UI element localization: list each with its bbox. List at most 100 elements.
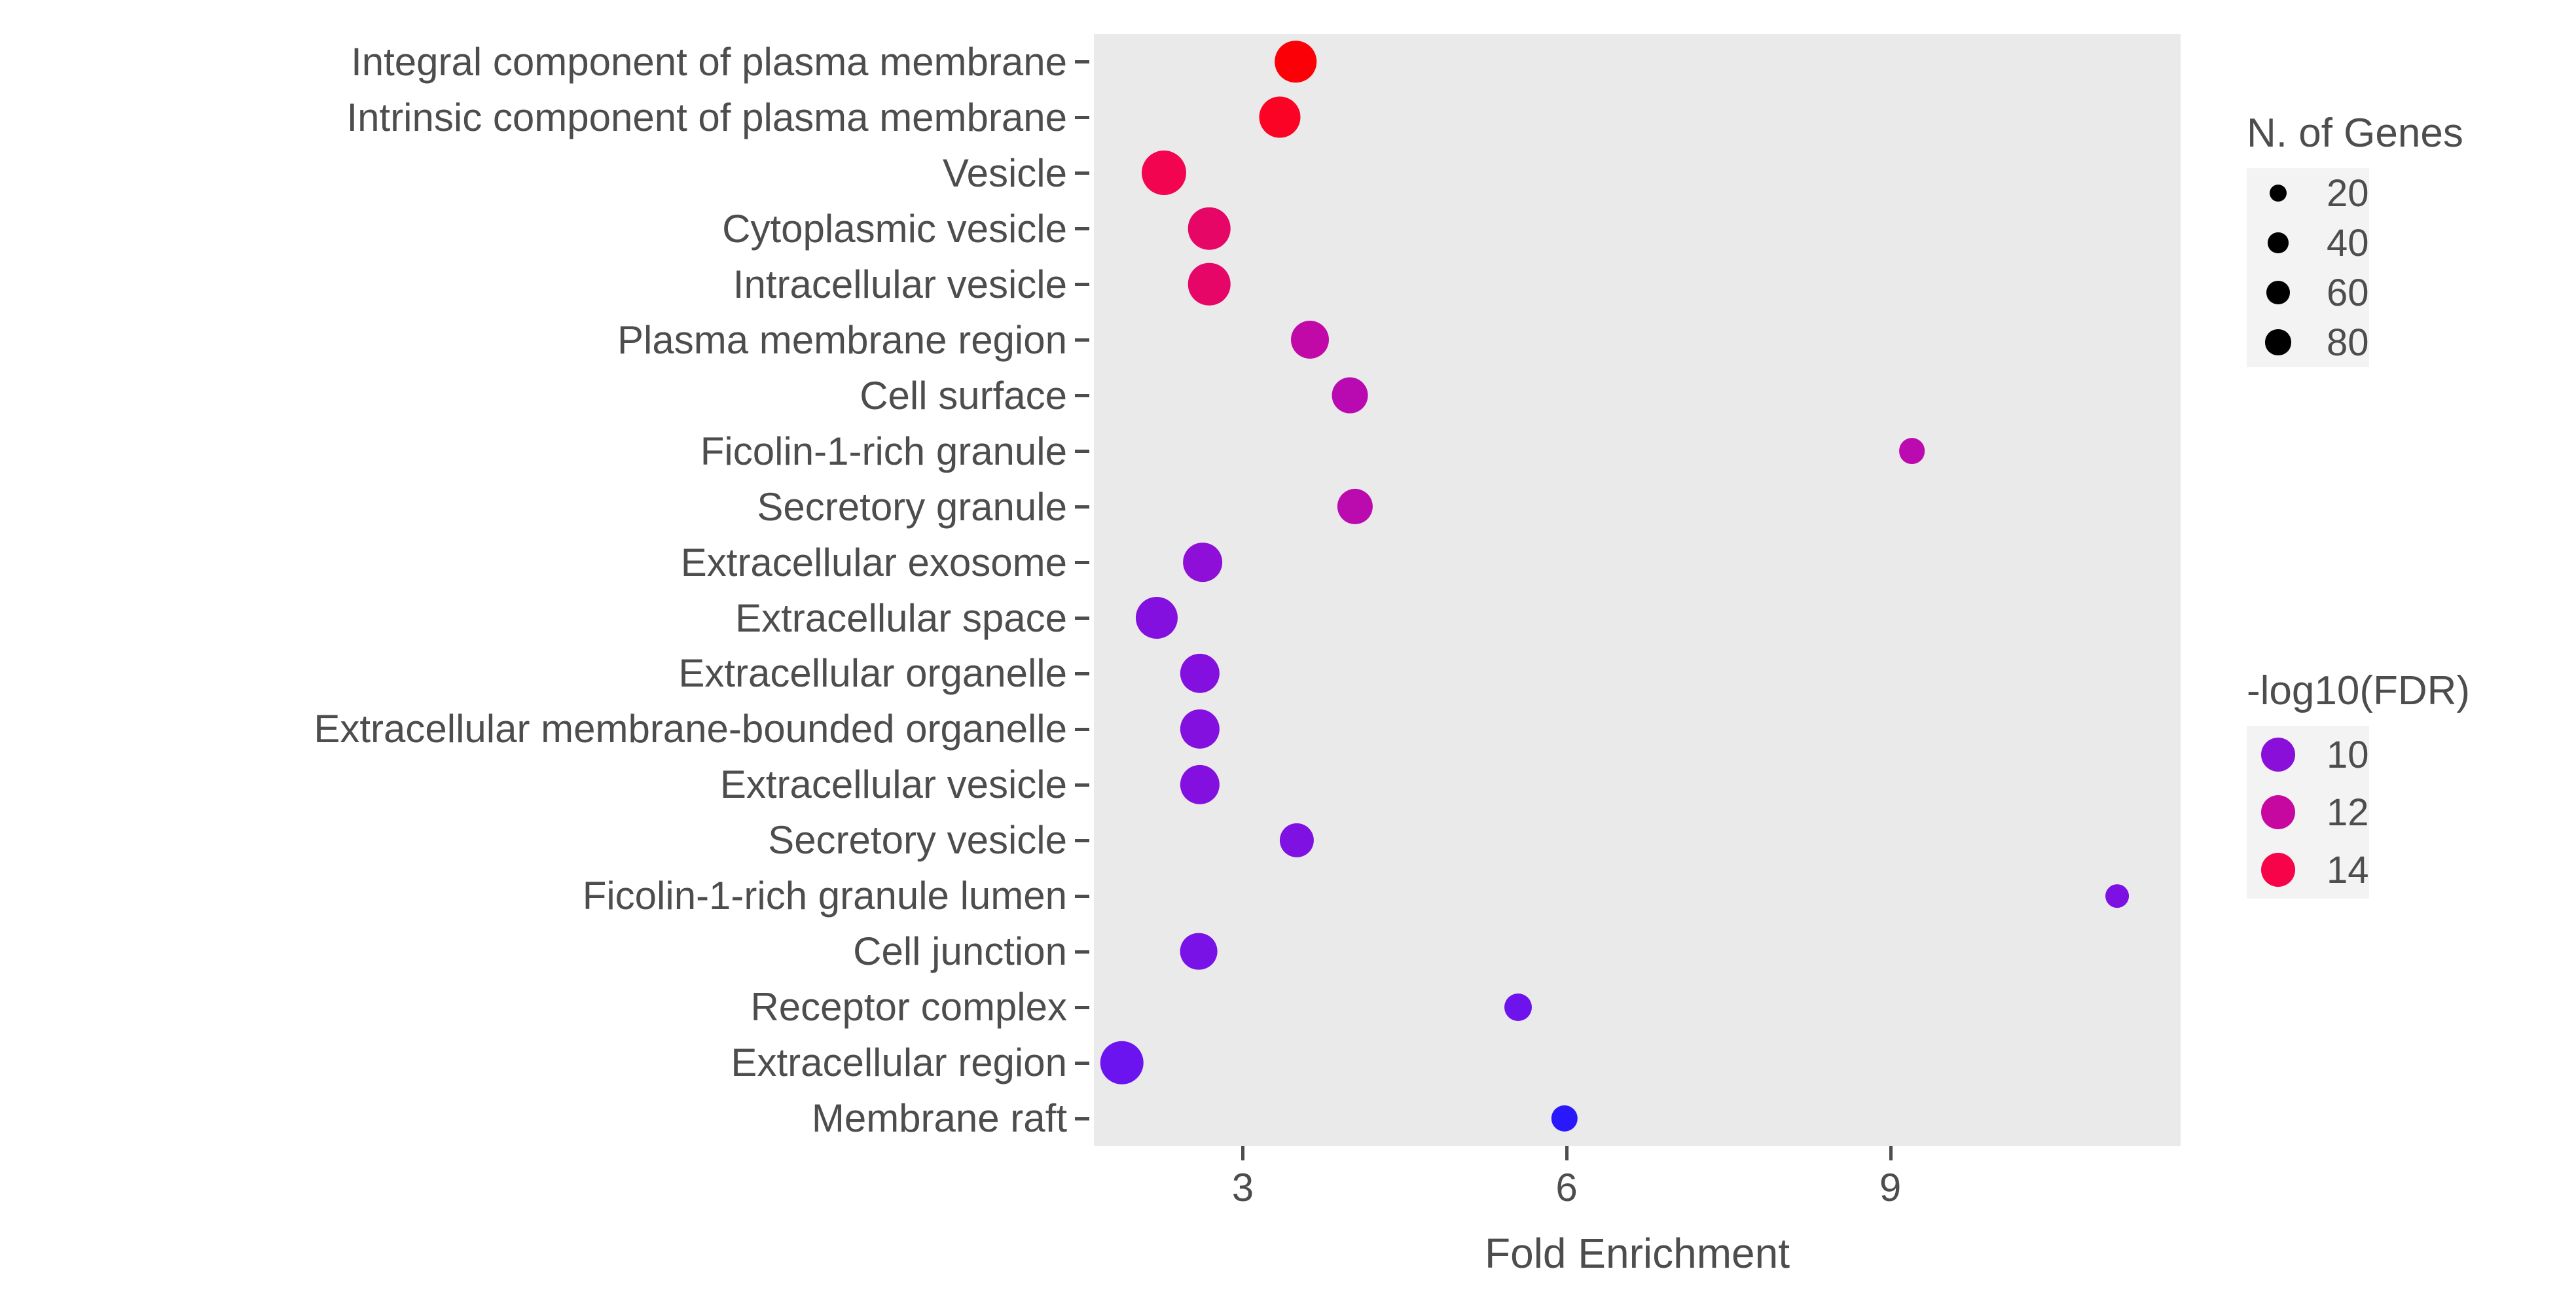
legend-size-dot xyxy=(2269,184,2287,202)
y-axis-label: Secretory vesicle xyxy=(768,818,1067,863)
data-point[interactable] xyxy=(1898,438,1925,465)
legend-size-label: 60 xyxy=(2327,271,2369,314)
y-axis-label: Extracellular membrane-bounded organelle xyxy=(314,707,1067,751)
legend-neg-log10-fdr: -log10(FDR) 10 12 14 xyxy=(2247,668,2470,899)
legend-size-item[interactable]: 40 xyxy=(2247,218,2369,268)
data-point[interactable] xyxy=(1279,823,1314,857)
y-axis-tick xyxy=(1075,283,1089,287)
legend-size-item[interactable]: 60 xyxy=(2247,268,2369,317)
y-axis-label: Integral component of plasma membrane xyxy=(351,40,1067,84)
legend-color-item[interactable]: 10 xyxy=(2247,726,2369,783)
legend-color-dot xyxy=(2261,738,2295,772)
y-axis-tick xyxy=(1075,1061,1089,1065)
data-point[interactable] xyxy=(1332,377,1368,414)
y-axis-tick xyxy=(1075,116,1089,120)
data-point[interactable] xyxy=(1180,764,1220,804)
legend-size-swatch xyxy=(2247,317,2310,367)
legend-size-label: 40 xyxy=(2327,221,2369,264)
legend-color-swatch xyxy=(2247,726,2310,783)
legend-size-dot xyxy=(2265,329,2291,355)
legend-color-label: 10 xyxy=(2327,733,2369,776)
data-point[interactable] xyxy=(1180,653,1220,694)
legend-color-label: 12 xyxy=(2327,791,2369,834)
legend-size-label: 80 xyxy=(2327,321,2369,364)
legend-size-dot xyxy=(2266,281,2290,304)
y-axis-label: Cell surface xyxy=(860,373,1067,418)
y-axis-tick xyxy=(1075,727,1089,731)
legend-color-keys: 10 12 14 xyxy=(2247,726,2369,899)
x-axis-title: Fold Enrichment xyxy=(1485,1230,1790,1277)
legend-size-swatch xyxy=(2247,218,2310,268)
x-axis-tick xyxy=(1241,1146,1245,1160)
y-axis-label: Plasma membrane region xyxy=(617,317,1067,362)
y-axis-tick xyxy=(1075,950,1089,954)
data-point[interactable] xyxy=(1259,96,1301,138)
legend-size-swatch xyxy=(2247,268,2310,317)
y-axis-label: Ficolin-1-rich granule lumen xyxy=(582,874,1067,918)
y-axis-tick xyxy=(1075,894,1089,898)
x-axis-tick-label: 6 xyxy=(1555,1166,1578,1209)
legend-color-item[interactable]: 14 xyxy=(2247,841,2369,899)
data-point[interactable] xyxy=(1180,933,1218,971)
y-axis-label: Extracellular region xyxy=(731,1041,1067,1085)
y-axis-label: Cytoplasmic vesicle xyxy=(722,206,1067,251)
y-axis-tick xyxy=(1075,60,1089,64)
y-axis-label: Secretory granule xyxy=(757,484,1067,529)
y-axis-tick xyxy=(1075,171,1089,175)
data-point[interactable] xyxy=(1142,151,1187,196)
legend-size-dot xyxy=(2268,232,2289,253)
y-axis-label: Cell junction xyxy=(853,929,1067,974)
legend-color-item[interactable]: 12 xyxy=(2247,783,2369,841)
legend-color-swatch xyxy=(2247,841,2310,899)
y-axis-tick xyxy=(1075,671,1089,675)
legend-size-swatch xyxy=(2247,168,2310,218)
x-axis-tick-label: 9 xyxy=(1879,1166,1902,1209)
y-axis-label: Extracellular space xyxy=(735,596,1067,640)
y-axis-label: Vesicle xyxy=(942,151,1067,195)
legend-size-item[interactable]: 20 xyxy=(2247,168,2369,218)
legend-color-dot xyxy=(2261,795,2295,829)
y-axis-label: Extracellular organelle xyxy=(678,651,1067,696)
y-axis-label: Intracellular vesicle xyxy=(733,262,1067,306)
y-axis-tick xyxy=(1075,1117,1089,1120)
legend-color-label: 14 xyxy=(2327,848,2369,891)
data-point[interactable] xyxy=(1135,596,1178,639)
y-axis-tick xyxy=(1075,1005,1089,1009)
y-axis-label: Intrinsic component of plasma membrane xyxy=(346,95,1067,139)
y-axis-label: Receptor complex xyxy=(750,985,1067,1029)
plot-panel xyxy=(1094,34,2181,1146)
y-axis-label: Membrane raft xyxy=(811,1096,1067,1141)
data-point[interactable] xyxy=(1188,207,1231,250)
x-axis-tick xyxy=(1565,1146,1569,1160)
data-point[interactable] xyxy=(1290,321,1329,359)
y-axis-tick xyxy=(1075,227,1089,231)
data-point[interactable] xyxy=(1180,709,1220,749)
y-axis-tick xyxy=(1075,505,1089,509)
data-point[interactable] xyxy=(1504,993,1532,1021)
data-point[interactable] xyxy=(1275,41,1317,83)
data-point[interactable] xyxy=(1551,1105,1578,1132)
y-axis-tick xyxy=(1075,783,1089,787)
legend-color-title: -log10(FDR) xyxy=(2247,668,2471,713)
y-axis-tick xyxy=(1075,394,1089,398)
y-axis-tick xyxy=(1075,838,1089,842)
x-axis-tick xyxy=(1889,1146,1893,1160)
data-point[interactable] xyxy=(1337,488,1373,525)
legend-color-swatch xyxy=(2247,783,2310,841)
legend-size-title: N. of Genes xyxy=(2247,111,2463,156)
legend-size-item[interactable]: 80 xyxy=(2247,317,2369,367)
data-point[interactable] xyxy=(1183,543,1223,582)
legend-color-dot xyxy=(2261,853,2295,887)
data-point[interactable] xyxy=(2105,884,2129,908)
y-axis-label: Ficolin-1-rich granule xyxy=(700,429,1067,473)
data-point[interactable] xyxy=(1100,1041,1144,1084)
y-axis-label: Extracellular vesicle xyxy=(719,762,1067,807)
y-axis-tick xyxy=(1075,561,1089,565)
y-axis-label: Extracellular exosome xyxy=(680,540,1067,584)
x-axis-tick-label: 3 xyxy=(1231,1166,1254,1209)
data-point[interactable] xyxy=(1188,262,1231,306)
